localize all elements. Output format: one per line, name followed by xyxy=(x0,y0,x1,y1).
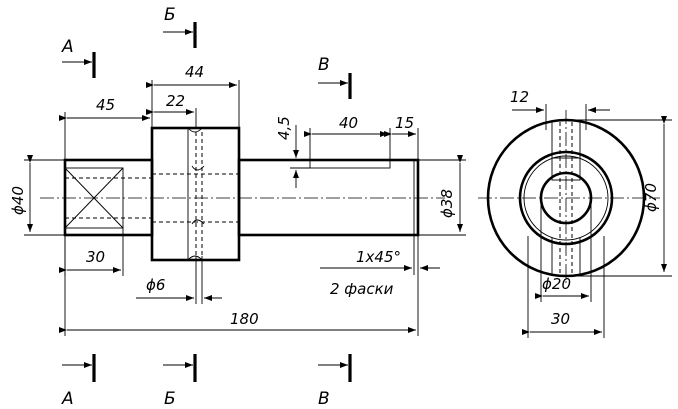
section-label-a-top: А xyxy=(61,37,74,57)
section-mark-a-top: А xyxy=(61,37,96,78)
dim-d20-text: ϕ20 xyxy=(542,275,571,293)
dimension-22: 22 xyxy=(146,92,197,128)
section-label-a-bottom: А xyxy=(61,389,74,409)
shaft-side-view xyxy=(478,110,660,286)
dim-chamfer-text: 1x45° xyxy=(356,248,401,266)
dim-d40-text: ϕ40 xyxy=(9,186,27,215)
dim-4-5-text: 4,5 xyxy=(275,116,293,140)
circle-d38 xyxy=(518,150,614,246)
dim-chamfer-note: 2 фаски xyxy=(330,280,394,298)
section-mark-b-top: Б xyxy=(163,5,197,48)
dimension-30-right: 30 xyxy=(522,236,605,338)
dimension-15: 15 xyxy=(384,114,419,160)
dim-d70-text: ϕ70 xyxy=(642,183,660,212)
circle-chamfer xyxy=(523,155,609,241)
section-mark-v-top: В xyxy=(318,55,352,99)
hole-bottom-arc xyxy=(187,255,203,261)
dimension-d6: ϕ6 xyxy=(136,256,222,304)
dimension-45: 45 xyxy=(59,96,153,160)
dimension-chamfer: 1x45° 2 фаски xyxy=(320,235,440,298)
keyway xyxy=(309,159,391,169)
section-mark-v-bottom: В xyxy=(318,354,352,409)
dimension-44: 44 xyxy=(146,63,240,128)
hole-top-arc xyxy=(187,127,203,133)
dimension-d20: ϕ20 xyxy=(535,198,592,302)
section-label-v-bottom: В xyxy=(318,389,330,409)
section-mark-a-bottom: А xyxy=(61,354,96,409)
shaft-front-view xyxy=(40,126,445,262)
section-label-v-top: В xyxy=(318,55,330,75)
dim-d38-text: ϕ38 xyxy=(438,189,456,218)
side-keyway xyxy=(551,157,581,181)
dim-45-text: 45 xyxy=(96,96,115,114)
dim-30-right-text: 30 xyxy=(551,310,570,328)
section-mark-b-bottom: Б xyxy=(163,354,197,409)
dim-30-left-text: 30 xyxy=(86,248,105,266)
section-label-b-top: Б xyxy=(164,5,176,25)
dim-d6-text: ϕ6 xyxy=(146,276,165,294)
dim-40-text: 40 xyxy=(339,114,358,132)
section-label-b-bottom: Б xyxy=(164,389,176,409)
dim-12-text: 12 xyxy=(510,88,529,106)
dimension-d40: ϕ40 xyxy=(9,155,65,236)
dimension-d70: ϕ70 xyxy=(566,116,672,277)
dim-22-text: 22 xyxy=(166,92,185,110)
shaft-left-section xyxy=(63,158,154,237)
dimension-40: 40 xyxy=(304,114,391,160)
dimension-d38: ϕ38 xyxy=(418,155,466,236)
dimension-12: 12 xyxy=(510,88,610,130)
dim-180-text: 180 xyxy=(230,310,259,328)
dim-44-text: 44 xyxy=(185,63,204,81)
square-flat xyxy=(64,167,124,229)
dim-15-text: 15 xyxy=(395,114,414,132)
shaft-right-section xyxy=(237,158,420,237)
dimension-4-5: 4,5 xyxy=(275,116,310,188)
dimension-180: 180 xyxy=(59,235,419,336)
